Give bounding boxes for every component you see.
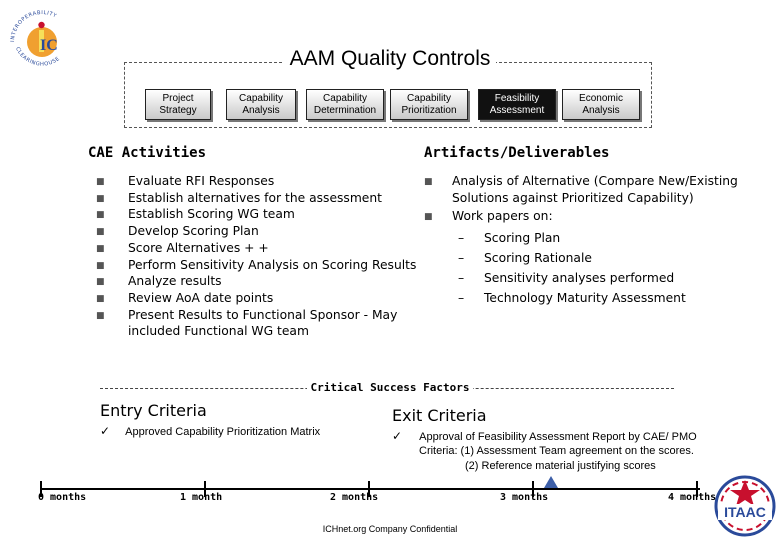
list-item: ■Score Alternatives + +	[96, 240, 269, 255]
checkmark-icon: ✓	[392, 429, 403, 443]
timeline-tick	[204, 481, 206, 497]
timeline-label-2: 2 months	[330, 492, 379, 503]
sub-list-item: –Scoring Rationale	[458, 251, 592, 266]
exit-criteria-heading: Exit Criteria	[392, 406, 487, 425]
entry-criteria-item: ✓ Approved Capability Prioritization Mat…	[100, 424, 321, 438]
artifacts-list: ■Analysis of Alternative (Compare New/Ex…	[424, 173, 754, 308]
cae-activities-heading: CAE Activities	[88, 145, 207, 161]
list-item: ■Establish alternatives for the assessme…	[96, 190, 382, 205]
current-position-marker	[543, 476, 558, 488]
exit-criteria-line-3: (2) Reference material justifying scores	[465, 460, 656, 472]
timeline-axis	[40, 488, 700, 490]
critical-success-factors-label: Critical Success Factors	[0, 381, 780, 394]
timeline-tick	[532, 481, 534, 497]
sub-list-item: –Technology Maturity Assessment	[458, 291, 686, 306]
list-item: ■Analyze results	[96, 274, 222, 289]
itaac-text: ITAAC	[724, 504, 766, 520]
timeline-label-0: 0 months	[38, 492, 87, 503]
timeline-tick	[696, 481, 698, 497]
timeline-tick	[368, 481, 370, 497]
checkmark-icon: ✓	[100, 424, 111, 438]
list-item: ■Evaluate RFI Responses	[96, 174, 275, 188]
timeline-label-3: 3 months	[500, 492, 549, 503]
exit-criteria-item: ✓ Approval of Feasibility Assessment Rep…	[392, 429, 697, 443]
sub-list-item: –Sensitivity analyses performed	[458, 271, 675, 286]
entry-criteria-heading: Entry Criteria	[100, 401, 207, 420]
artifacts-heading: Artifacts/Deliverables	[424, 145, 610, 161]
itaac-logo: ITAAC	[712, 474, 778, 538]
timeline-tick	[40, 481, 42, 497]
list-item: ■Review AoA date points	[96, 290, 274, 305]
list-item: ■Present Results to Functional Sponsor -…	[96, 307, 398, 339]
list-item: ■Perform Sensitivity Analysis on Scoring…	[96, 257, 417, 272]
sub-list-item: –Scoring Plan	[458, 231, 561, 246]
logo-letters: IC	[40, 37, 58, 54]
interoperability-clearinghouse-logo: INTEROPERABILITY CLEARINGHOUSE IC	[6, 6, 80, 70]
footer-confidential: ICHnet.org Company Confidential	[322, 524, 458, 534]
page-title: AAM Quality Controls	[0, 47, 780, 71]
cae-activities-list: ■Evaluate RFI Responses ■Establish alter…	[96, 173, 426, 340]
timeline-label-1: 1 month	[180, 492, 223, 503]
list-item: ■Establish Scoring WG team	[96, 207, 295, 222]
list-item: ■Analysis of Alternative (Compare New/Ex…	[424, 174, 738, 205]
exit-criteria-line-2: Criteria: (1) Assessment Team agreement …	[419, 445, 694, 457]
list-item: ■Develop Scoring Plan	[96, 224, 259, 239]
list-item: ■Work papers on:	[424, 209, 553, 224]
timeline-label-4: 4 months	[668, 492, 717, 503]
